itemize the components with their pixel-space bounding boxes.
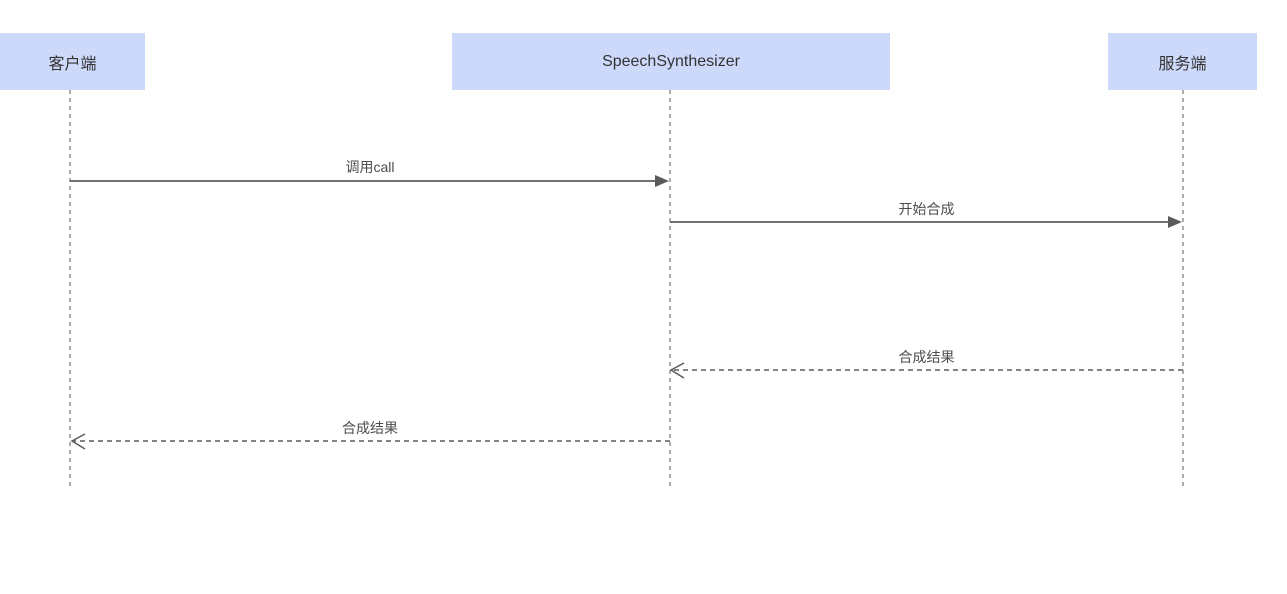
participant-box-server: 服务端 xyxy=(1108,33,1257,90)
participant-box-client: 客户端 xyxy=(0,33,145,90)
arrowhead-open-left-synthesis-result-1 xyxy=(669,362,685,379)
participant-box-synthesizer: SpeechSynthesizer xyxy=(452,33,890,90)
arrowhead-filled-right-start-synthesis xyxy=(1168,216,1182,228)
arrowhead-open-left-synthesis-result-2 xyxy=(70,433,86,450)
arrowhead-filled-right-call xyxy=(655,175,669,187)
